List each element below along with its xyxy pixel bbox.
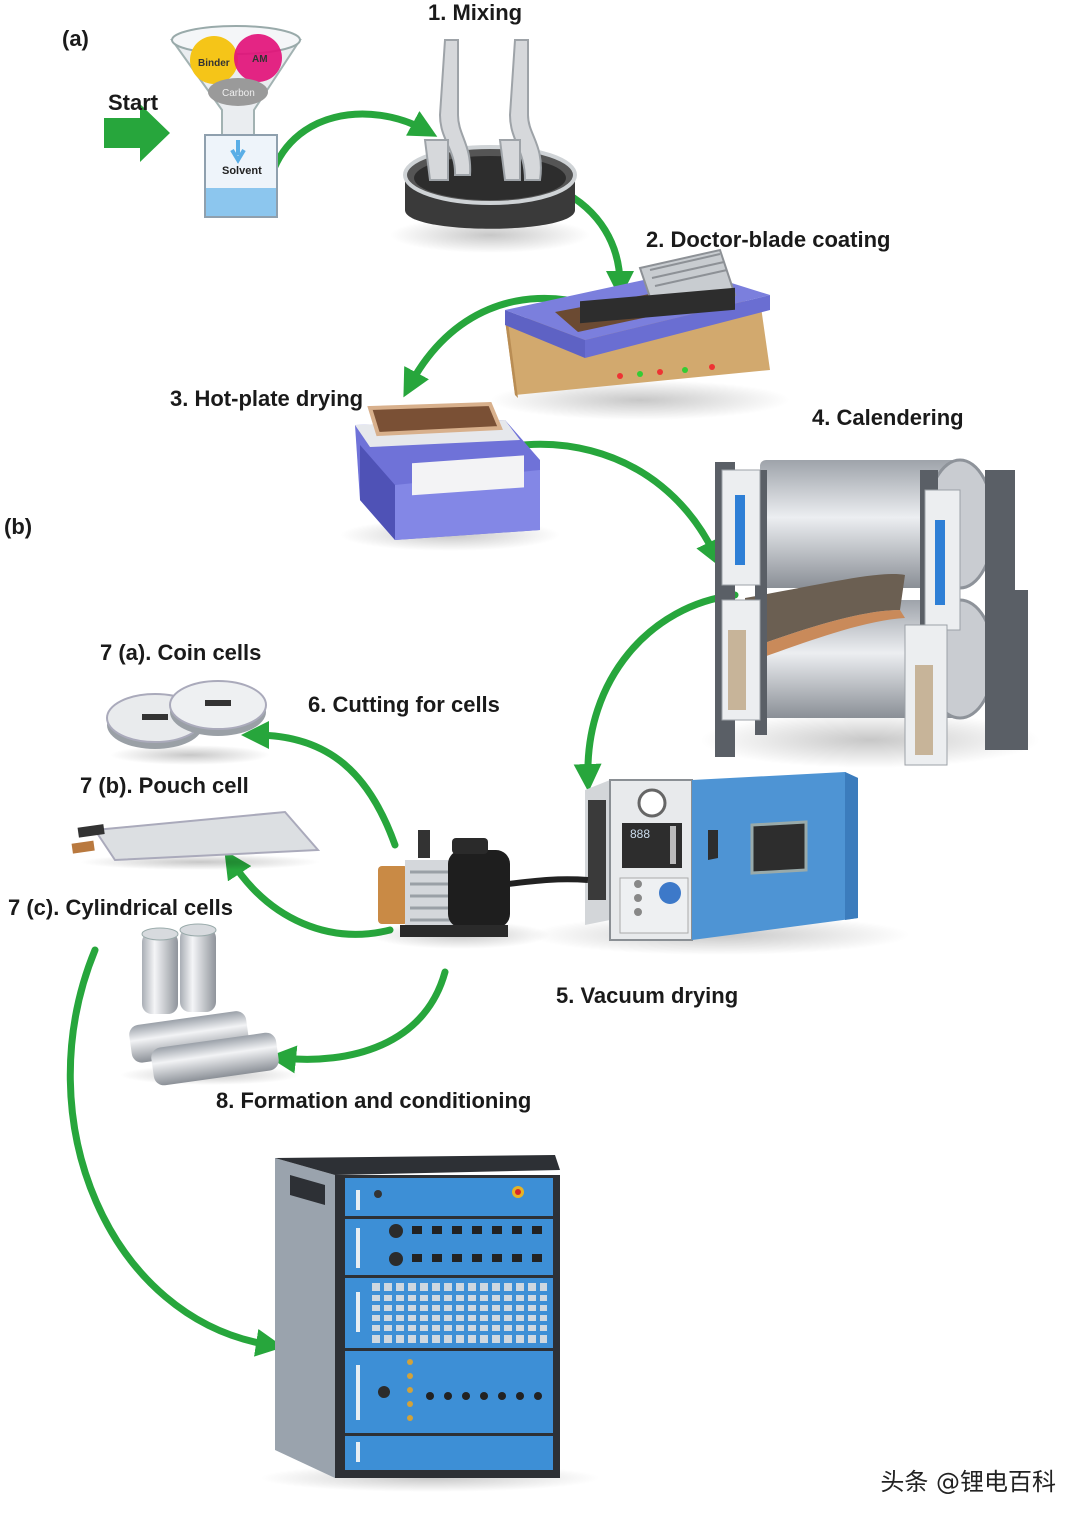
binder-text: Binder xyxy=(198,58,230,69)
cylindrical-cells xyxy=(120,923,300,1086)
doctor-blade-coater xyxy=(490,248,790,420)
hot-plate xyxy=(340,401,560,551)
arrow-cutting-to-pouch xyxy=(224,850,394,938)
oven-display: 888 xyxy=(630,827,650,841)
funnel-beaker: Binder AM Carbon Solvent xyxy=(170,25,302,218)
arrow-pump-to-cylindrical xyxy=(268,968,449,1074)
calender-machine xyxy=(700,458,1040,768)
start-arrow xyxy=(104,104,170,162)
arrow-cells-to-formation xyxy=(66,946,284,1357)
step-cutting-label: 6. Cutting for cells xyxy=(308,692,500,717)
step-coating-label: 2. Doctor-blade coating xyxy=(646,227,891,252)
arrow-cutting-to-coin xyxy=(241,721,399,849)
step-coin-label: 7 (a). Coin cells xyxy=(100,640,262,665)
pouch-cell xyxy=(71,810,321,870)
step-vacuum-label: 5. Vacuum drying xyxy=(556,983,739,1008)
panel-a-label: (a) xyxy=(62,26,89,51)
arrow-calendering-to-vacuum xyxy=(573,591,739,792)
mixing-dish xyxy=(390,39,590,253)
carbon-text: Carbon xyxy=(222,88,255,99)
vacuum-pump xyxy=(370,830,589,949)
step-hotplate-label: 3. Hot-plate drying xyxy=(170,386,364,411)
am-text: AM xyxy=(252,54,268,65)
start-label: Start xyxy=(108,90,159,115)
watermark: 头条 @锂电百科 xyxy=(880,1468,1056,1496)
arrow-mix-to-mixing xyxy=(266,110,438,184)
step-formation-label: 8. Formation and conditioning xyxy=(216,1088,532,1113)
carbon-circle xyxy=(208,78,268,106)
am-circle xyxy=(234,34,282,82)
coin-cells xyxy=(106,680,270,765)
binder-circle xyxy=(190,36,238,84)
step-pouch-label: 7 (b). Pouch cell xyxy=(80,773,249,798)
formation-cabinet xyxy=(260,1155,600,1492)
panel-b-label: (b) xyxy=(4,514,33,539)
step-cylindrical-label: 7 (c). Cylindrical cells xyxy=(8,895,233,920)
solvent-text: Solvent xyxy=(222,165,262,177)
step-calendering-label: 4. Calendering xyxy=(812,405,964,430)
step-mixing-label: 1. Mixing xyxy=(428,0,523,25)
vacuum-oven: 888 xyxy=(530,772,910,955)
